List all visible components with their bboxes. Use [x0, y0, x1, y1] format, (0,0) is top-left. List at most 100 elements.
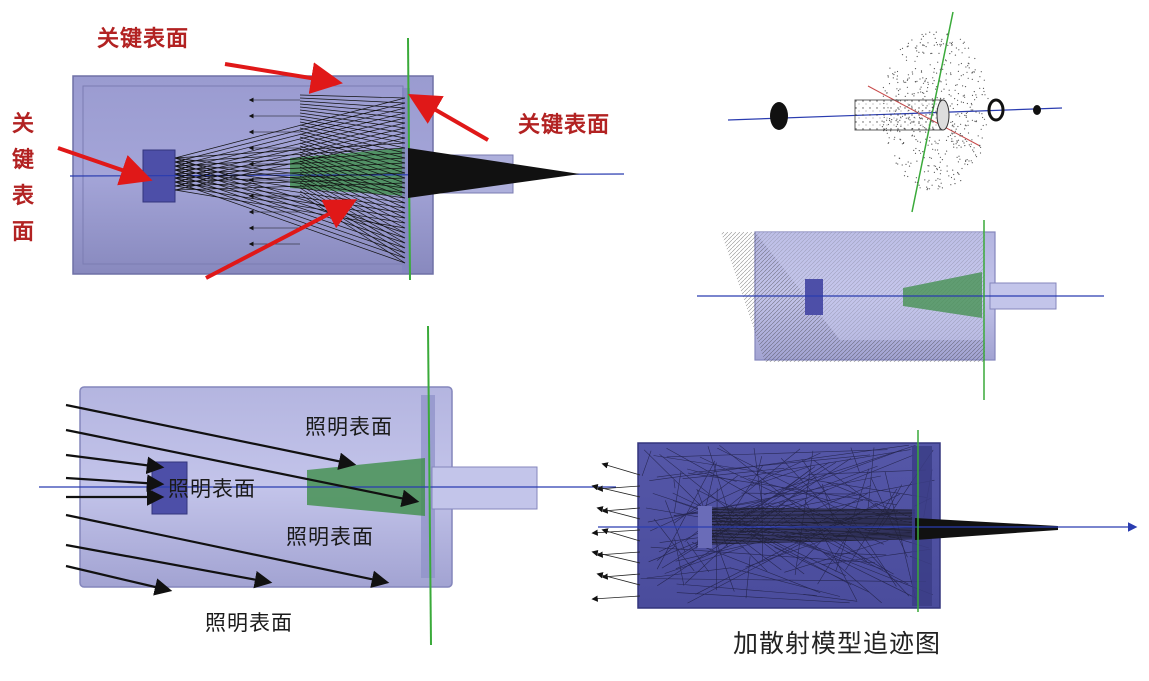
ray-line	[174, 169, 406, 249]
scatter-point	[939, 156, 942, 158]
scatter-point	[899, 157, 901, 159]
scatter-point	[929, 156, 931, 159]
label-illum-bottom: 照明表面	[205, 611, 293, 635]
scatter-point	[916, 181, 919, 184]
scatter-point	[926, 90, 928, 92]
scatter-point	[980, 128, 982, 130]
scatter-point	[907, 161, 909, 163]
far-spot	[1033, 105, 1041, 115]
scatter-point	[965, 160, 967, 162]
scatter-point	[955, 128, 957, 130]
scatter-point	[931, 184, 933, 186]
scatter-point	[935, 88, 937, 90]
scatter-point	[973, 91, 975, 93]
scatter-point	[960, 101, 963, 103]
scatter-point	[951, 121, 954, 123]
ray-line	[716, 517, 787, 553]
ray-line	[801, 459, 831, 500]
ray-line	[711, 520, 916, 522]
scatter-point	[916, 55, 918, 58]
scatter-point	[957, 171, 959, 174]
scatter-point	[954, 135, 956, 138]
scatter-point	[907, 78, 909, 80]
ray-line	[174, 102, 406, 163]
scatter-point	[969, 146, 972, 148]
ray-line	[299, 151, 406, 194]
scatter-point	[927, 144, 929, 146]
scatter-point	[968, 56, 970, 58]
scatter-point	[961, 167, 963, 170]
scatter-point	[899, 88, 901, 90]
scatter-point	[893, 74, 895, 76]
scatter-point	[906, 86, 909, 88]
cylinder-end	[936, 99, 950, 131]
scatter-point	[923, 92, 925, 94]
scatter-point	[886, 132, 888, 134]
ray-line	[174, 107, 406, 167]
scatter-point	[923, 157, 925, 159]
scatter-point	[968, 144, 970, 146]
scatter-point	[956, 104, 959, 106]
scatter-point	[964, 124, 967, 126]
scatter-point	[926, 189, 928, 191]
scatter-point	[935, 86, 938, 88]
scatter-point	[914, 181, 917, 183]
ray-line	[299, 97, 406, 104]
scatter-point	[892, 73, 894, 75]
scatter-point	[914, 152, 917, 154]
scatter-point	[957, 161, 960, 163]
scatter-point	[964, 114, 966, 116]
scatter-point	[927, 181, 929, 183]
scatter-point	[920, 86, 922, 88]
scatter-point	[951, 129, 953, 131]
scatter-point	[914, 68, 917, 70]
scatter-point	[911, 93, 913, 95]
scatter-point	[958, 64, 960, 66]
scatter-point	[907, 74, 910, 76]
scatter-point	[929, 64, 931, 66]
scatter-point	[911, 39, 913, 41]
ray-line	[299, 163, 406, 214]
ray-line	[741, 539, 782, 571]
scatter-point	[940, 169, 942, 171]
scatter-point	[907, 175, 909, 178]
scatter-point	[959, 38, 962, 40]
scatter-point	[960, 146, 962, 148]
scatter-point	[903, 142, 905, 144]
scatter-point	[905, 81, 907, 83]
scatter-point	[931, 52, 933, 55]
scatter-point	[958, 173, 960, 175]
scatter-point	[953, 173, 955, 176]
scatter-point	[945, 43, 947, 45]
scatter-point	[919, 42, 921, 44]
scatter-point	[919, 78, 921, 80]
scatter-point	[927, 42, 929, 44]
caption-scatter-trace: 加散射模型追迹图	[733, 629, 941, 658]
ray-line	[174, 177, 406, 259]
ray-line	[666, 449, 888, 458]
label-illum-middle-right: 照明表面	[286, 525, 374, 549]
ray-line	[687, 472, 897, 505]
scatter-point	[890, 130, 892, 132]
ray-line	[756, 456, 762, 476]
focal-cone	[915, 518, 1058, 540]
scatter-point	[884, 90, 886, 92]
scatter-point	[936, 167, 938, 170]
scatter-point	[919, 131, 921, 133]
figure-bottom-left: 照明表面 照明表面 照明表面 照明表面	[39, 325, 616, 646]
scatter-point	[980, 71, 982, 73]
scatter-point	[961, 112, 963, 114]
scatter-point	[961, 52, 963, 54]
scatter-point	[929, 136, 931, 138]
ray-line	[745, 556, 751, 599]
scatter-point	[956, 141, 958, 143]
ray-line	[174, 147, 406, 163]
scatter-point	[972, 149, 974, 151]
scatter-point	[936, 97, 938, 99]
scatter-point	[908, 77, 910, 79]
ray-line	[674, 538, 685, 586]
scatter-point	[916, 80, 918, 82]
scatter-point	[919, 187, 921, 189]
scatter-point	[913, 93, 915, 95]
ray-line	[299, 130, 406, 159]
